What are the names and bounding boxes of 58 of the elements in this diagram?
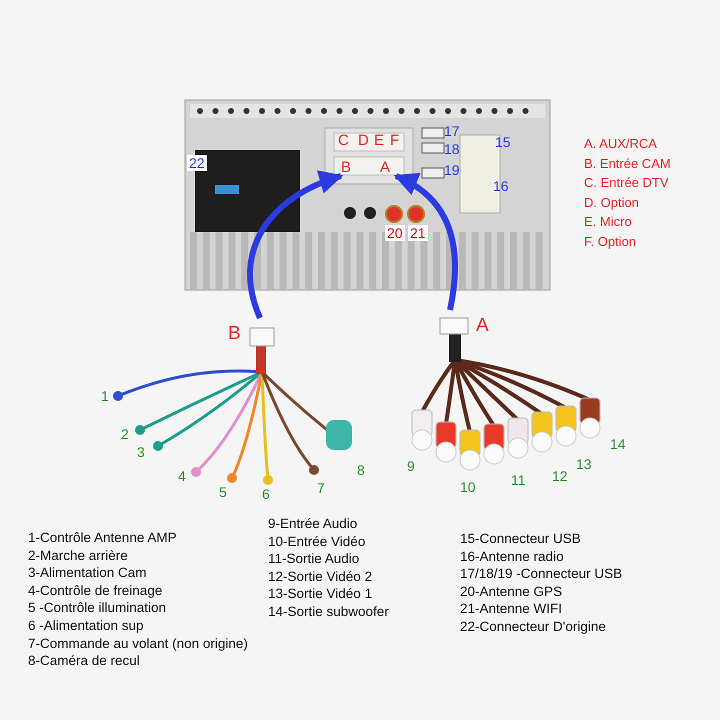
description-text: 2-Marche arrière [28,548,128,562]
callout-number: 22 [187,155,207,171]
description-text: 4-Contrôle de freinage [28,584,162,598]
connector-letter: A [476,316,489,335]
callout-number: 17 [444,124,460,138]
socket-letter: B [341,160,357,176]
callout-number: 4 [178,469,186,483]
description-text: 8-Caméra de recul [28,654,140,668]
description-text: 17/18/19 -Connecteur USB [460,567,622,581]
description-text: 12-Sortie Vidéo 2 [268,570,372,584]
callout-number: 10 [460,480,476,494]
callout-number: 13 [576,457,592,471]
arrow [247,172,344,320]
callout-number: 2 [121,427,129,441]
description-text: 3-Alimentation Cam [28,566,147,580]
connector-letter: B [228,324,241,343]
callout-number: 7 [317,481,325,495]
description-text: 11-Sortie Audio [268,552,360,566]
description-text: 15-Connecteur USB [460,532,581,546]
socket-letter: A [380,160,396,176]
description-text: 21-Antenne WIFI [460,602,562,616]
description-text: 22-Connecteur D'origine [460,620,606,634]
legend-text: E. Micro [584,215,632,228]
description-text: 16-Antenne radio [460,550,564,564]
callout-number: 20 [385,225,405,241]
socket-letter: D [358,133,369,148]
callout-number: 14 [610,437,626,451]
description-text: 13-Sortie Vidéo 1 [268,587,372,601]
legend-text: D. Option [584,196,639,208]
socket-letter: F [390,133,400,148]
description-text: 1-Contrôle Antenne AMP [28,531,177,544]
description-text: 9-Entrée Audio [268,517,358,530]
callout-number: 6 [262,487,270,501]
legend-text: C. Entrée DTV [584,176,669,189]
description-text: 7-Commande au volant (non origine) [28,636,248,650]
callout-number: 19 [444,163,460,177]
legend-text: A. AUX/RCA [584,137,657,150]
socket-letter: E [374,133,384,148]
callout-number: 15 [495,135,511,149]
callout-number: 18 [444,142,460,156]
description-text: 14-Sortie subwoofer [268,605,389,618]
callout-number: 16 [493,179,509,193]
callout-number: 9 [407,459,415,473]
callout-number: 12 [552,469,568,483]
description-text: 20-Antenne GPS [460,584,562,598]
legend-text: F. Option [584,234,636,248]
arrow [394,173,458,311]
callout-number: 5 [219,485,227,499]
socket-letter: C [338,133,349,148]
callout-number: 3 [137,445,145,459]
callout-number: 11 [511,473,526,487]
description-text: 10-Entrée Vidéo [268,534,366,548]
description-text: 5 -Contrôle illumination [28,601,166,615]
callout-number: 8 [357,463,365,477]
legend-text: B. Entrée CAM [584,156,671,170]
callout-number: 1 [101,389,109,403]
description-text: 6 -Alimentation sup [28,619,144,632]
callout-number: 21 [408,225,428,241]
